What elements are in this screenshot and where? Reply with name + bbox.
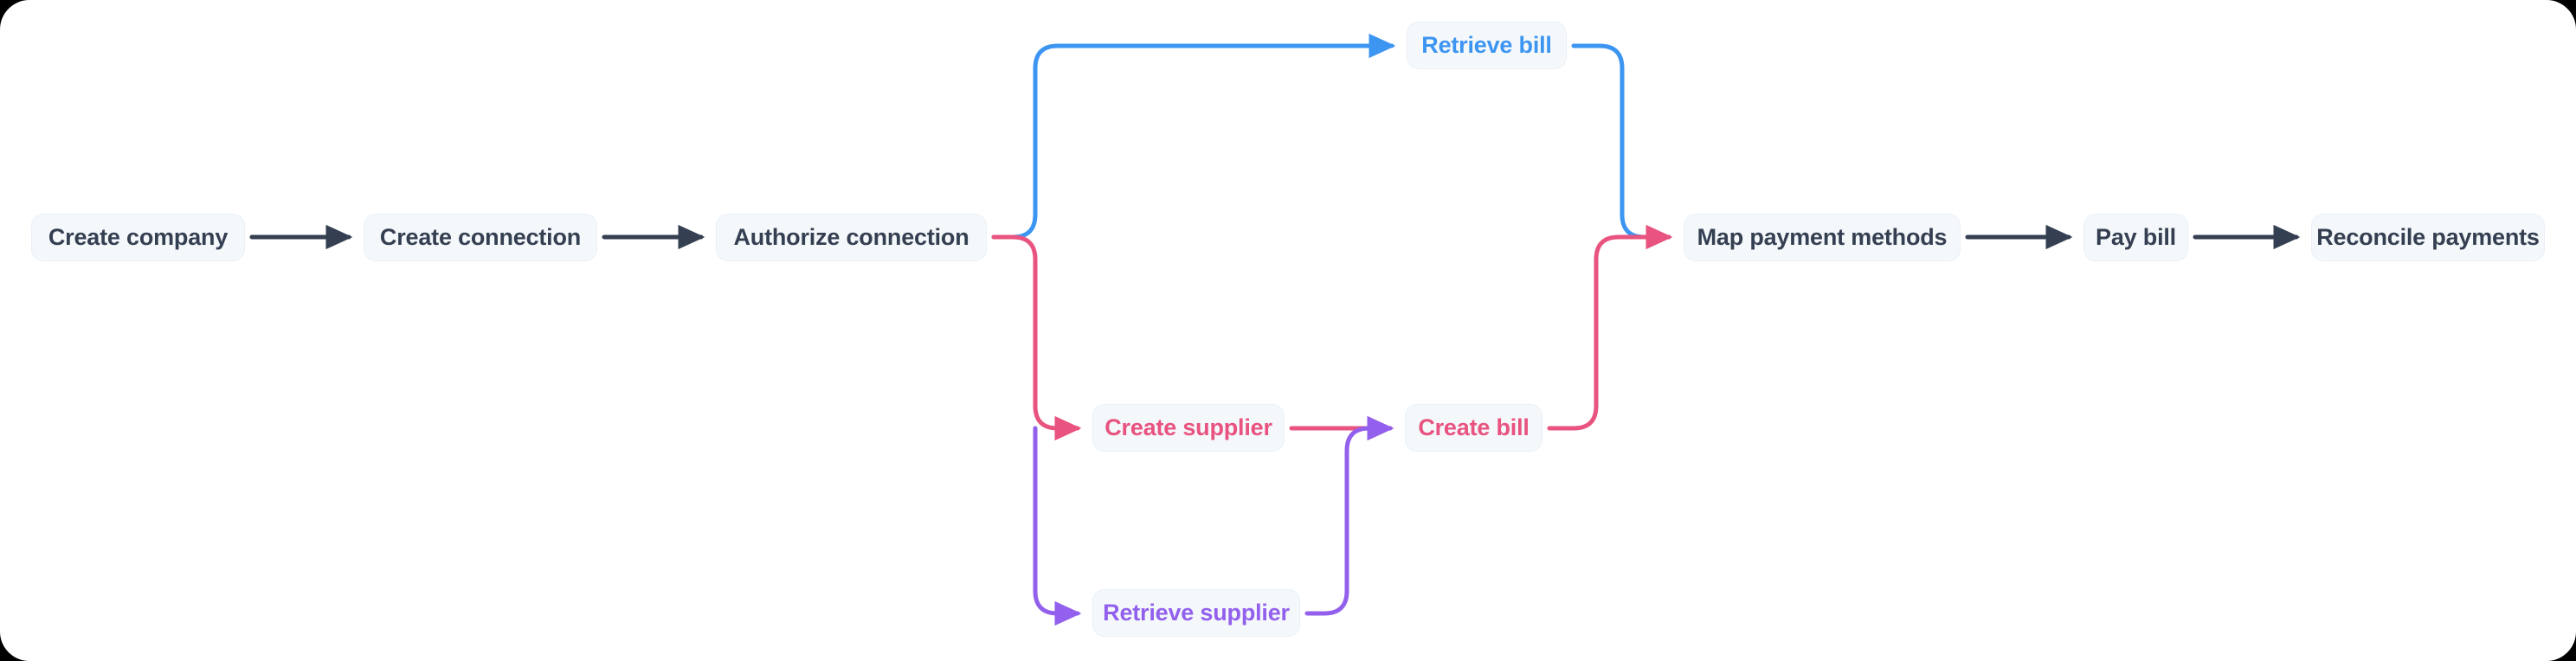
node-retrieve-supplier[interactable]: Retrieve supplier bbox=[1092, 589, 1300, 637]
node-label: Retrieve supplier bbox=[1103, 600, 1290, 626]
edge-create-bill-to-map-payment-methods bbox=[1547, 224, 1673, 431]
node-map-payment-methods[interactable]: Map payment methods bbox=[1684, 214, 1961, 261]
edge-retrieve-supplier-to-create-bill bbox=[1304, 415, 1394, 616]
node-pay-bill[interactable]: Pay bill bbox=[2083, 214, 2188, 261]
node-authorize-connection[interactable]: Authorize connection bbox=[716, 214, 987, 261]
node-create-connection[interactable]: Create connection bbox=[364, 214, 597, 261]
edge-retrieve-bill-to-map-payment-methods bbox=[1571, 43, 1671, 240]
node-label: Authorize connection bbox=[733, 224, 969, 250]
node-label: Create bill bbox=[1418, 414, 1530, 440]
node-retrieve-bill[interactable]: Retrieve bill bbox=[1407, 22, 1567, 69]
node-label: Reconcile payments bbox=[2316, 224, 2540, 250]
edge-authorize-connection-to-create-supplier bbox=[991, 234, 1082, 441]
node-label: Create company bbox=[48, 224, 229, 250]
node-label: Create connection bbox=[379, 224, 582, 250]
node-create-company[interactable]: Create company bbox=[31, 214, 245, 261]
edge-authorize-connection-to-retrieve-supplier bbox=[1033, 426, 1082, 626]
node-create-bill[interactable]: Create bill bbox=[1405, 404, 1542, 452]
node-reconcile-payments[interactable]: Reconcile payments bbox=[2311, 214, 2545, 261]
node-label: Create supplier bbox=[1104, 414, 1272, 440]
node-label: Pay bill bbox=[2096, 224, 2176, 250]
node-label: Retrieve bill bbox=[1421, 32, 1552, 58]
node-label: Map payment methods bbox=[1697, 224, 1948, 250]
edge-authorize-connection-to-retrieve-bill bbox=[991, 33, 1396, 240]
node-create-supplier[interactable]: Create supplier bbox=[1092, 404, 1285, 452]
